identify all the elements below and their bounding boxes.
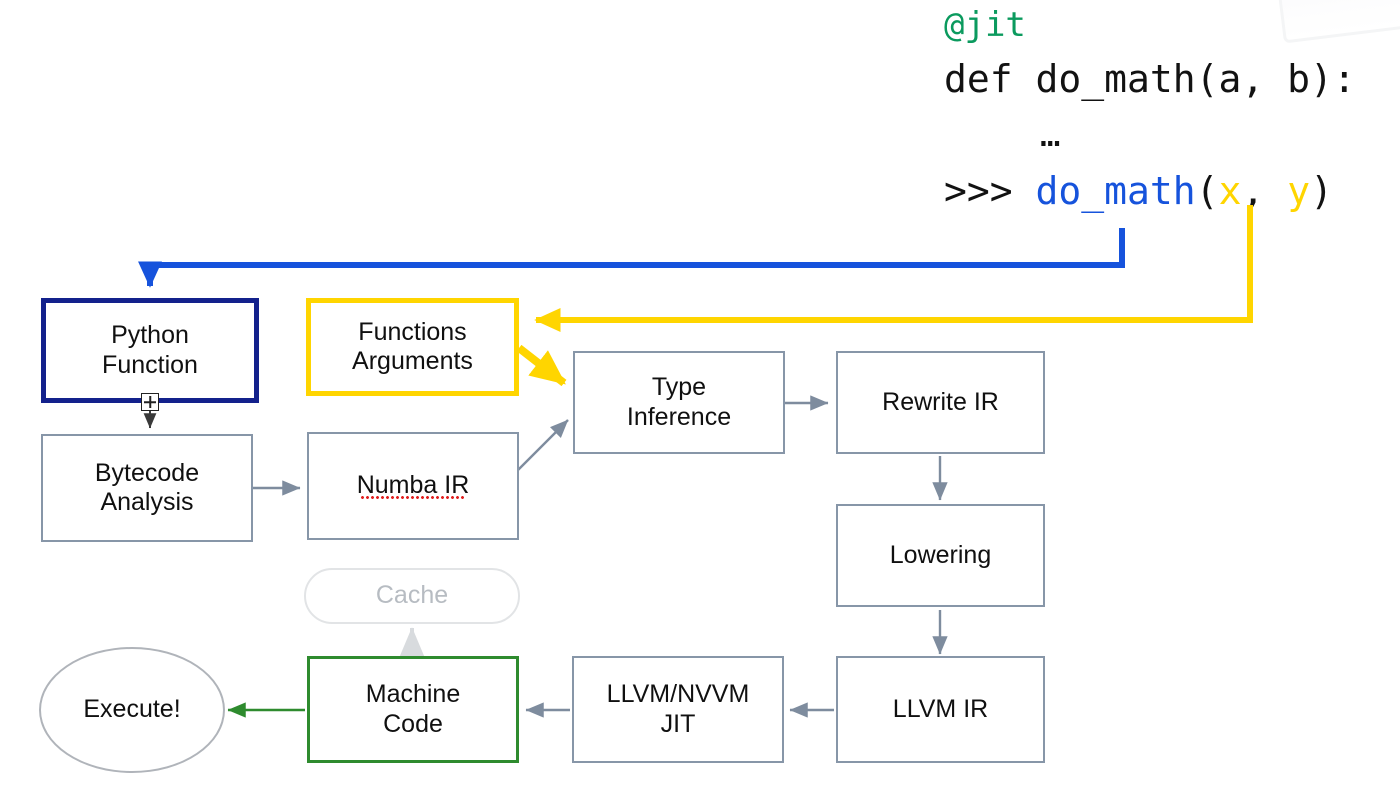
node-functions-arguments-line2: Arguments xyxy=(352,347,473,375)
node-numba-ir-label: Numba IR xyxy=(356,471,470,500)
code-repl-prompt: >>> xyxy=(944,169,1036,213)
corner-watermark-decoration xyxy=(1276,0,1400,44)
node-llvm-nvvm-jit-line1: LLVM/NVVM xyxy=(606,680,750,708)
node-type-inference-line2: Inference xyxy=(626,402,732,431)
node-cache[interactable]: Cache xyxy=(304,568,520,624)
edge-functions-arguments-to-type-inference xyxy=(516,344,567,387)
node-machine-code-line2: Code xyxy=(383,709,443,738)
node-llvm-nvvm-jit-line2: JIT xyxy=(660,709,696,738)
code-call-paren-open: ( xyxy=(1195,169,1219,213)
code-call-separator: , xyxy=(1241,169,1288,213)
node-rewrite-ir-label: Rewrite IR xyxy=(882,387,999,416)
node-cache-label: Cache xyxy=(375,581,449,610)
edge-numba-ir-to-type-inference xyxy=(517,419,569,471)
code-call-function-name: do_math xyxy=(1035,169,1196,213)
node-functions-arguments[interactable]: Functions Arguments xyxy=(306,298,519,396)
node-python-function-line1: Python xyxy=(111,321,189,349)
code-body-ellipsis: … xyxy=(1040,115,1061,155)
node-llvm-ir-label: LLVM IR xyxy=(892,694,989,723)
node-bytecode-analysis-line2: Analysis xyxy=(100,488,194,516)
node-bytecode-analysis-line1: Bytecode xyxy=(94,458,200,487)
code-call-argument-x: x xyxy=(1218,169,1242,213)
edge-call-to-python-function xyxy=(138,228,1125,288)
node-type-inference-line1: Type xyxy=(651,373,707,401)
node-functions-arguments-line1: Functions xyxy=(358,317,467,346)
node-machine-code[interactable]: Machine Code xyxy=(307,656,519,763)
code-function-definition: def do_math(a, b): xyxy=(944,57,1356,101)
node-execute[interactable]: Execute! xyxy=(39,647,225,773)
node-numba-ir[interactable]: Numba IR xyxy=(307,432,519,540)
node-llvm-nvvm-jit[interactable]: LLVM/NVVM JIT xyxy=(572,656,784,763)
node-python-function-line2: Function xyxy=(102,350,198,379)
node-rewrite-ir[interactable]: Rewrite IR xyxy=(836,351,1045,454)
node-machine-code-line1: Machine xyxy=(365,680,461,708)
node-python-function[interactable]: Python Function xyxy=(41,298,259,403)
node-execute-label: Execute! xyxy=(83,695,181,724)
edge-arguments-to-functions-arguments xyxy=(534,205,1253,332)
node-llvm-ir[interactable]: LLVM IR xyxy=(836,656,1045,763)
node-lowering-label: Lowering xyxy=(889,540,992,569)
code-call-paren-close: ) xyxy=(1310,169,1333,213)
code-call-argument-y: y xyxy=(1287,169,1311,213)
code-decorator-jit: @jit xyxy=(944,5,1026,45)
node-type-inference[interactable]: Type Inference xyxy=(573,351,785,454)
plus-box-icon[interactable] xyxy=(141,393,159,411)
node-lowering[interactable]: Lowering xyxy=(836,504,1045,607)
node-bytecode-analysis[interactable]: Bytecode Analysis xyxy=(41,434,253,542)
code-repl-call: >>> do_math(x, y) xyxy=(944,172,1333,210)
